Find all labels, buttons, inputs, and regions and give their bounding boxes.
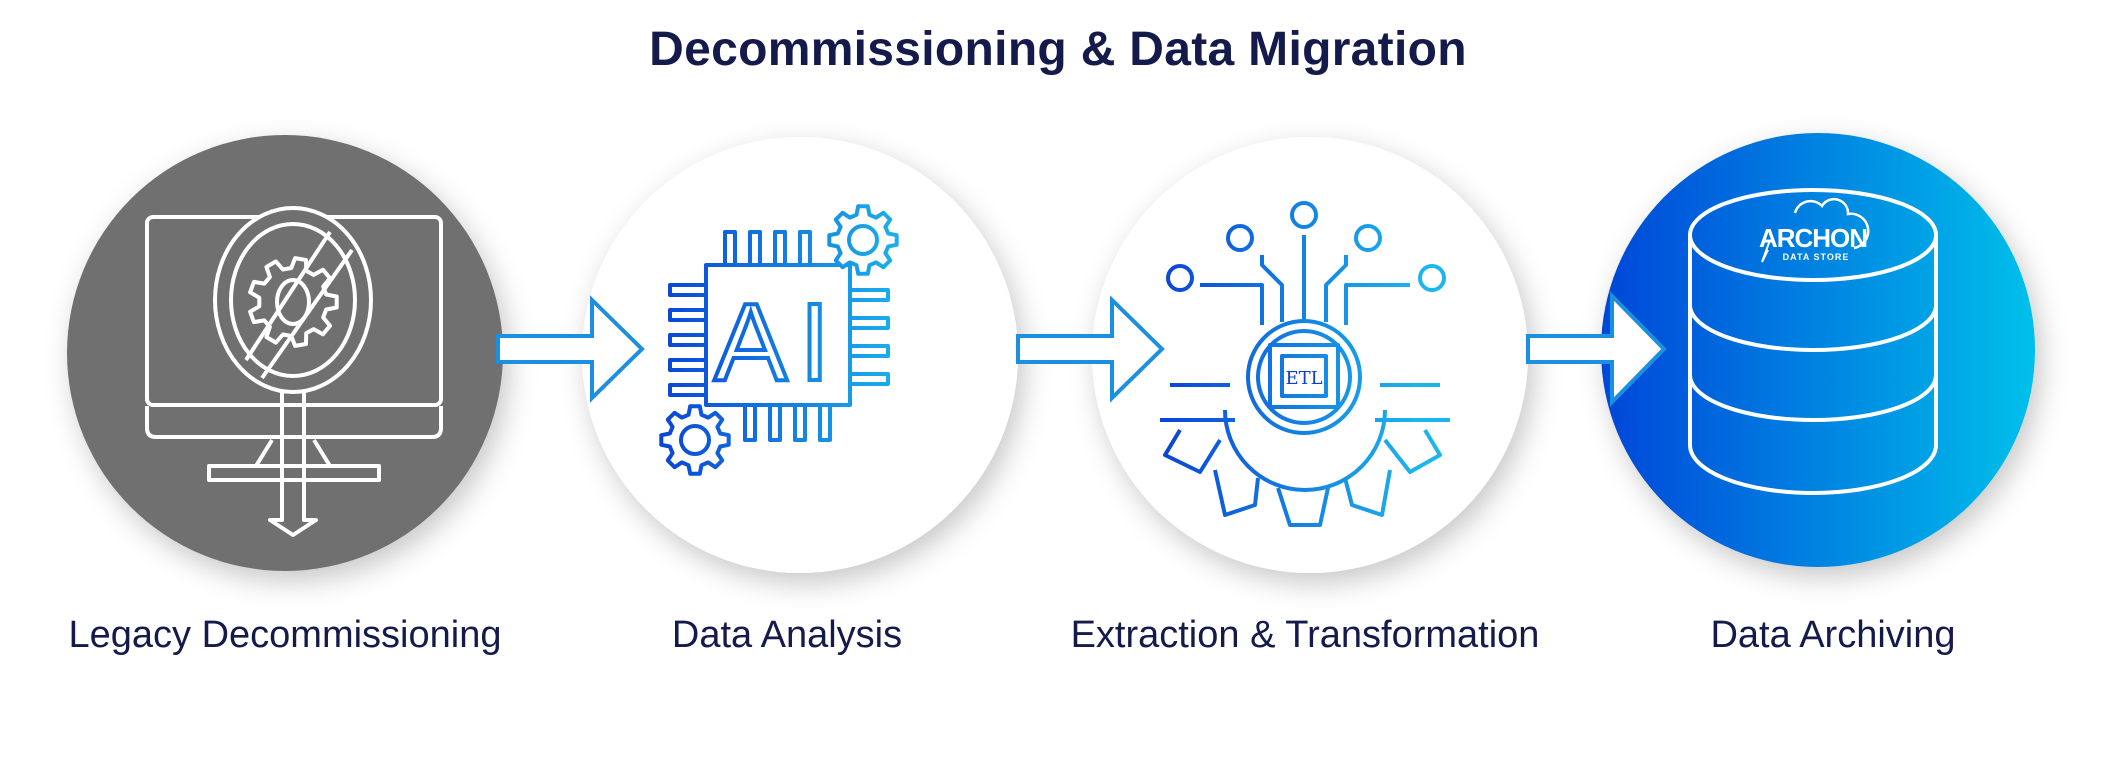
arrow-right-icon xyxy=(1526,291,1667,407)
gear-icon xyxy=(659,404,731,476)
step-label-extraction-transformation: Extraction & Transformation xyxy=(1070,614,1540,656)
archon-logo: ARCHON DATA STORE xyxy=(1759,197,1870,263)
gear-icon xyxy=(248,256,339,348)
arrow-right-icon xyxy=(1016,295,1165,403)
arrow-right-icon xyxy=(496,295,645,403)
step-label-data-analysis: Data Analysis xyxy=(671,614,903,656)
etl-chip-label: ETL xyxy=(1285,368,1322,389)
page-title: Decommissioning & Data Migration xyxy=(649,23,1467,76)
svg-text:DATA STORE: DATA STORE xyxy=(1783,252,1850,262)
monitor-ban-gear-icon xyxy=(145,206,443,537)
etl-chip-gear-icon xyxy=(1160,201,1450,527)
svg-text:ARCHON: ARCHON xyxy=(1759,223,1867,253)
step-label-data-archiving: Data Archiving xyxy=(1710,614,1956,656)
database-icon xyxy=(1688,188,1938,495)
ai-chip-label: AI xyxy=(714,281,842,404)
gear-icon xyxy=(827,204,899,276)
ai-chip-gears-icon xyxy=(659,204,899,476)
step-label-legacy-decommissioning: Legacy Decommissioning xyxy=(68,614,502,656)
